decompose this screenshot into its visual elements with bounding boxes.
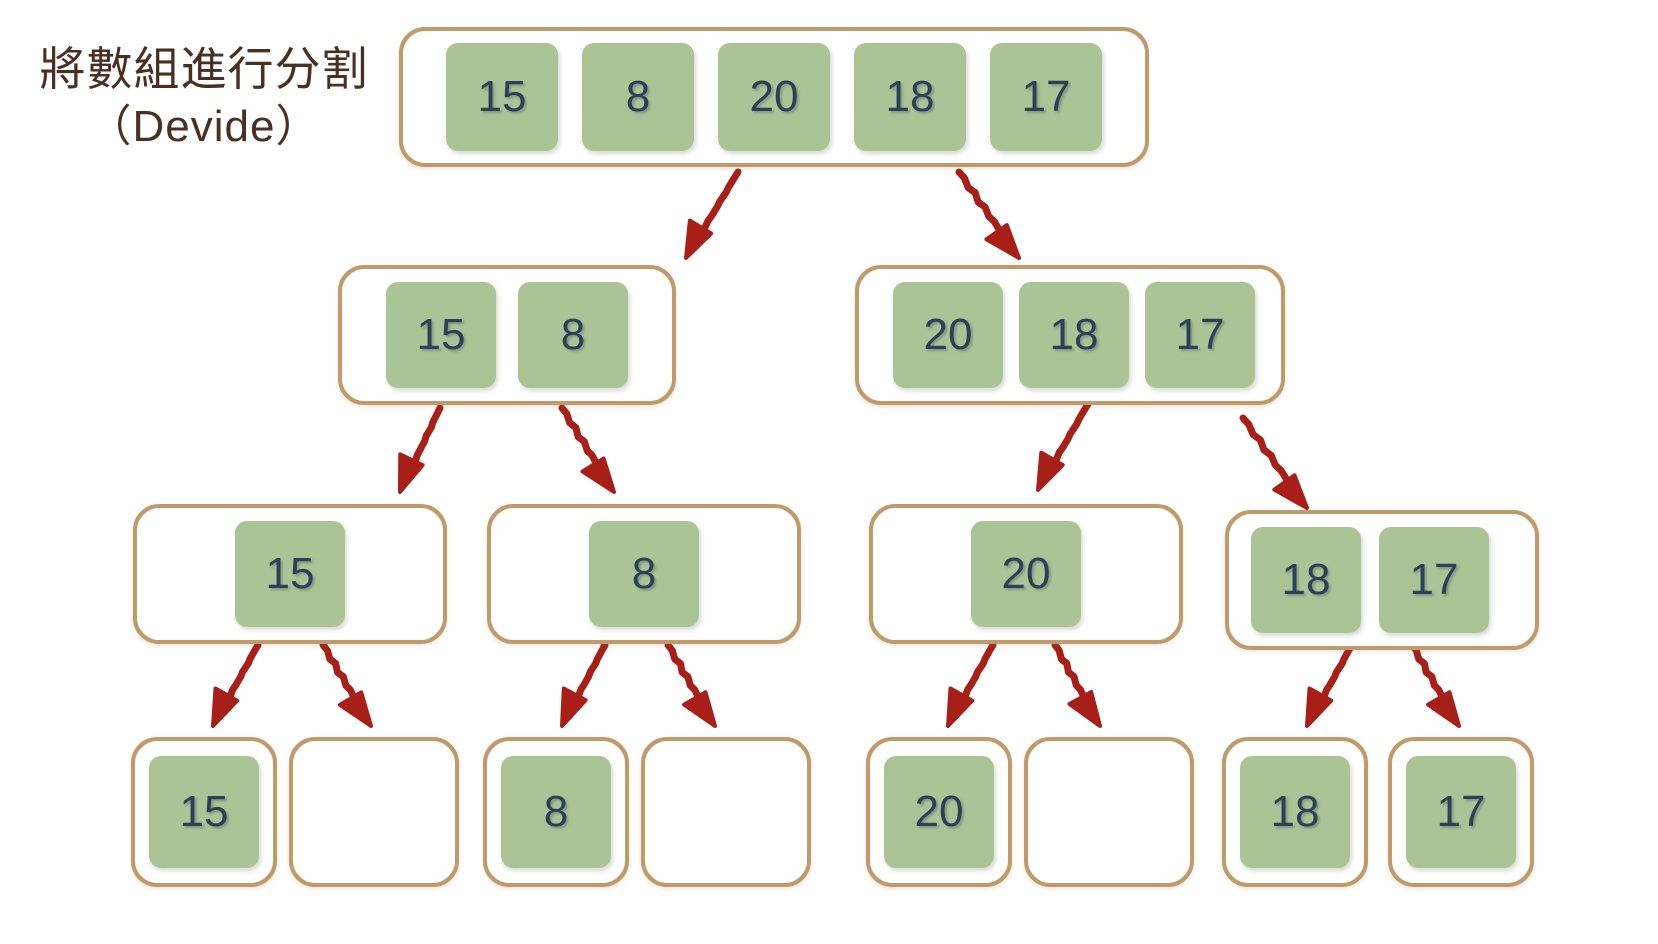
- array-cell: 8: [518, 282, 628, 388]
- title-line-chinese: 將數組進行分割: [39, 43, 369, 95]
- arrow-l3d-to-l4h: [1408, 641, 1461, 728]
- arrow-l2a-to-l3b: [558, 404, 616, 494]
- arrow-l3b-to-l4d: [664, 641, 717, 728]
- array-box-level4-5: 20: [866, 737, 1012, 887]
- array-cell: 8: [501, 756, 611, 868]
- array-box-level4-7: 18: [1222, 737, 1368, 887]
- array-cell: 15: [235, 521, 345, 627]
- arrow-l2b-to-l3c: [1036, 400, 1092, 492]
- array-cell: 18: [1251, 527, 1361, 633]
- array-cell: 20: [893, 282, 1003, 388]
- array-box-level4-3: 8: [483, 737, 629, 887]
- array-box-level4-2-empty: [289, 737, 459, 887]
- array-box-level3-2: 8: [487, 504, 801, 644]
- array-cell: 8: [589, 521, 699, 627]
- arrow-l3a-to-l4b: [319, 641, 373, 728]
- array-cell: 20: [971, 521, 1081, 627]
- arrow-l3c-to-l4f: [1051, 641, 1102, 728]
- arrow-l2b-to-l3d: [1239, 414, 1309, 510]
- array-cell: 18: [854, 43, 966, 151]
- page-title: 將數組進行分割 （Devide）: [14, 40, 394, 155]
- arrow-l3b-to-l4c: [560, 641, 609, 728]
- array-cell: 17: [1406, 756, 1516, 868]
- array-box-level1: 15 8 20 18 17: [399, 27, 1149, 167]
- array-cell: 17: [1379, 527, 1489, 633]
- array-cell: 8: [582, 43, 694, 151]
- arrow-l3c-to-l4e: [946, 641, 997, 728]
- array-cell: 17: [1145, 282, 1255, 388]
- array-cell: 15: [149, 756, 259, 868]
- array-cell: 20: [884, 756, 994, 868]
- array-box-level4-1: 15: [131, 737, 277, 887]
- array-cell: 20: [718, 43, 830, 151]
- array-cell: 18: [1019, 282, 1129, 388]
- array-box-level3-1: 15: [133, 504, 447, 644]
- arrow-l3d-to-l4g: [1305, 641, 1356, 728]
- arrow-l1-to-l2-left: [684, 168, 742, 260]
- array-cell: 17: [990, 43, 1102, 151]
- arrow-l3a-to-l4a: [211, 641, 262, 728]
- array-cell: 15: [446, 43, 558, 151]
- array-box-level3-4: 18 17: [1225, 510, 1539, 650]
- array-box-level4-6-empty: [1024, 737, 1194, 887]
- array-box-level3-3: 20: [869, 504, 1183, 644]
- array-cell: 18: [1240, 756, 1350, 868]
- title-line-english: （Devide）: [87, 101, 321, 151]
- array-box-level2-left: 15 8: [338, 265, 676, 405]
- array-cell: 15: [386, 282, 496, 388]
- array-box-level2-right: 20 18 17: [855, 265, 1285, 405]
- array-box-level4-8: 17: [1388, 737, 1534, 887]
- array-box-level4-4-empty: [641, 737, 811, 887]
- arrow-l1-to-l2-right: [955, 168, 1021, 260]
- arrow-l2a-to-l3a: [398, 404, 444, 494]
